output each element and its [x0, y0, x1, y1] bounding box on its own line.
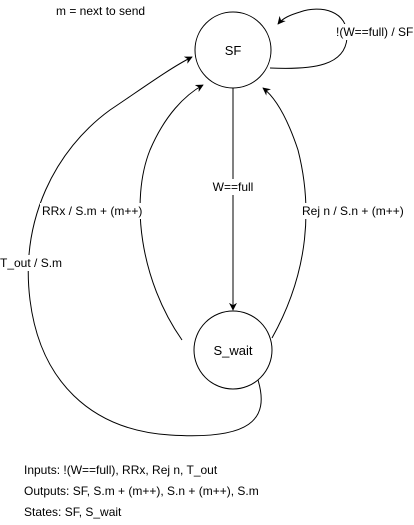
rej-arrow	[262, 87, 307, 339]
rrx-arrow	[139, 84, 204, 341]
timeout-label: T_out / S.m	[0, 256, 62, 270]
w-full-label-bg	[212, 179, 256, 195]
w-full-label: W==full	[213, 180, 254, 194]
legend-outputs: Outputs: SF, S.m + (m++), S.n + (m++), S…	[24, 484, 259, 498]
self-loop-arrow	[269, 8, 348, 69]
self-loop-label-bg	[334, 24, 414, 40]
rej-label-bg	[300, 203, 406, 219]
state-sf-node	[194, 11, 272, 89]
state-swait-node	[193, 310, 273, 390]
legend-inputs: Inputs: !(W==full), RRx, Rej n, T_out	[24, 463, 218, 477]
rrx-label-bg	[40, 203, 148, 219]
timeout-label-bg	[0, 255, 64, 271]
legend: Inputs: !(W==full), RRx, Rej n, T_out Ou…	[24, 460, 259, 523]
state-swait-label: S_wait	[213, 343, 252, 358]
self-loop-label: !(W==full) / SF	[336, 25, 413, 39]
timeout-arrow	[27, 56, 262, 437]
header-note: m = next to send	[56, 4, 145, 18]
legend-states: States: SF, S_wait	[24, 505, 122, 519]
rej-label: Rej n / S.n + (m++)	[302, 204, 404, 218]
rrx-label: RRx / S.m + (m++)	[42, 204, 142, 218]
state-sf-label: SF	[225, 43, 242, 58]
